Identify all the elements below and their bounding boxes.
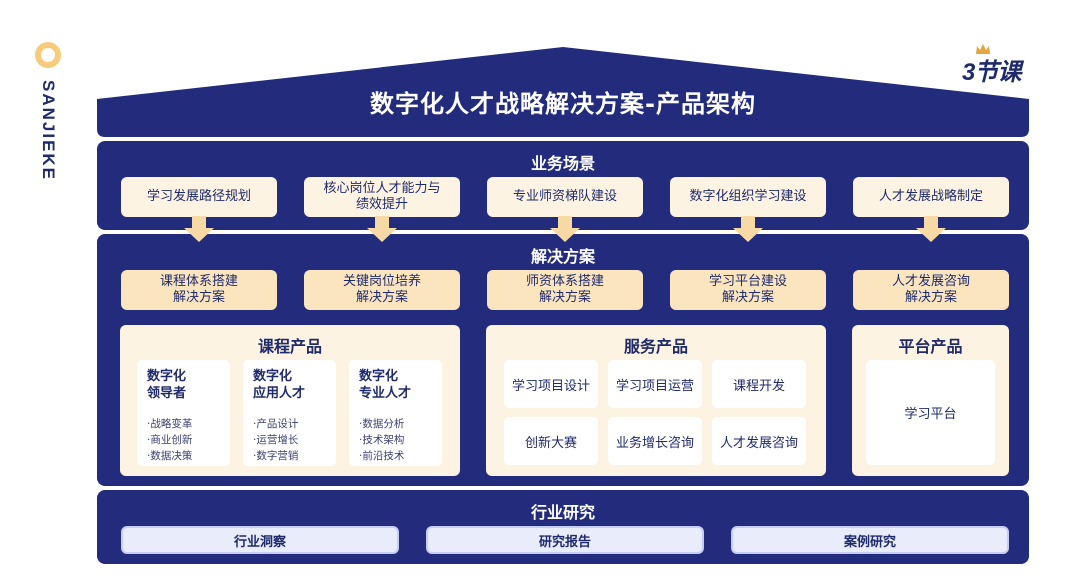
course-item: ·运营增长 (253, 434, 299, 446)
course-products-card: 课程产品 数字化 领导者 ·战略变革 ·商业创新 ·数据决策 数字化 应用人才 … (120, 325, 460, 476)
research-item: 研究报告 (426, 526, 704, 554)
scenario-item: 学习发展路径规划 (121, 177, 277, 217)
service-item: 创新大赛 (504, 417, 598, 465)
scenario-title: 业务场景 (530, 154, 595, 173)
solution-title: 解决方案 (530, 247, 595, 266)
research-item: 行业洞察 (121, 526, 399, 554)
course-group-head: 数字化 应用人才 (253, 369, 306, 401)
service-products-card: 服务产品 学习项目设计 学习项目运营 课程开发 创新大赛 业务增长咨询 人才发展… (486, 325, 826, 476)
service-item: 学习项目运营 (608, 360, 702, 408)
course-item: ·产品设计 (253, 418, 299, 430)
course-group-head: 数字化 专业人才 (359, 369, 412, 401)
brand-circle-icon (35, 42, 61, 68)
course-item: ·数据决策 (147, 450, 193, 462)
service-item: 业务增长咨询 (608, 417, 702, 465)
down-arrow-icon (916, 216, 946, 242)
logo-text: 3节课 (962, 59, 1021, 86)
solution-item: 学习平台建设 解决方案 (670, 270, 826, 310)
service-item: 课程开发 (712, 360, 806, 408)
course-item: ·技术架构 (359, 434, 405, 446)
course-products-title: 课程产品 (257, 337, 322, 356)
scenario-item: 人才发展战略制定 (853, 177, 1009, 217)
course-group: 数字化 专业人才 ·数据分析 ·技术架构 ·前沿技术 (349, 360, 442, 466)
platform-products-title: 平台产品 (898, 337, 963, 356)
page-title: 数字化人才战略解决方案-产品架构 (370, 90, 756, 118)
solution-item: 师资体系搭建 解决方案 (487, 270, 643, 310)
scenario-item: 专业师资梯队建设 (487, 177, 643, 217)
research-title: 行业研究 (530, 503, 595, 522)
service-products-title: 服务产品 (623, 337, 688, 356)
course-item: ·数字营销 (253, 450, 299, 462)
course-group: 数字化 应用人才 ·产品设计 ·运营增长 ·数字营销 (243, 360, 336, 466)
course-item: ·商业创新 (147, 434, 193, 446)
platform-item: 学习平台 (866, 360, 995, 465)
down-arrow-icon (733, 216, 763, 242)
research-item: 案例研究 (731, 526, 1009, 554)
course-item: ·前沿技术 (359, 450, 405, 462)
course-item: ·战略变革 (147, 418, 193, 430)
course-group-items: ·战略变革 ·商业创新 ·数据决策 (147, 416, 192, 464)
down-arrow-icon (550, 216, 580, 242)
solution-item: 人才发展咨询 解决方案 (853, 270, 1009, 310)
logo: 3节课 (962, 44, 1032, 86)
platform-products-card: 平台产品 学习平台 (852, 325, 1009, 476)
down-arrow-icon (184, 216, 214, 242)
scenario-item: 数字化组织学习建设 (670, 177, 826, 217)
course-group-head: 数字化 领导者 (147, 369, 187, 401)
brand-name: SANJIEKE (39, 80, 58, 182)
course-item: ·数据分析 (359, 418, 405, 430)
scenario-item: 核心岗位人才能力与 绩效提升 (304, 177, 460, 217)
solution-item: 课程体系搭建 解决方案 (121, 270, 277, 310)
service-item: 人才发展咨询 (712, 417, 806, 465)
down-arrow-icon (367, 216, 397, 242)
course-group-items: ·产品设计 ·运营增长 ·数字营销 (253, 416, 298, 464)
roof-shape (97, 47, 1029, 137)
solution-item: 关键岗位培养 解决方案 (304, 270, 460, 310)
crown-icon (976, 44, 990, 54)
course-group: 数字化 领导者 ·战略变革 ·商业创新 ·数据决策 (137, 360, 230, 466)
course-group-items: ·数据分析 ·技术架构 ·前沿技术 (359, 416, 404, 464)
service-item: 学习项目设计 (504, 360, 598, 408)
